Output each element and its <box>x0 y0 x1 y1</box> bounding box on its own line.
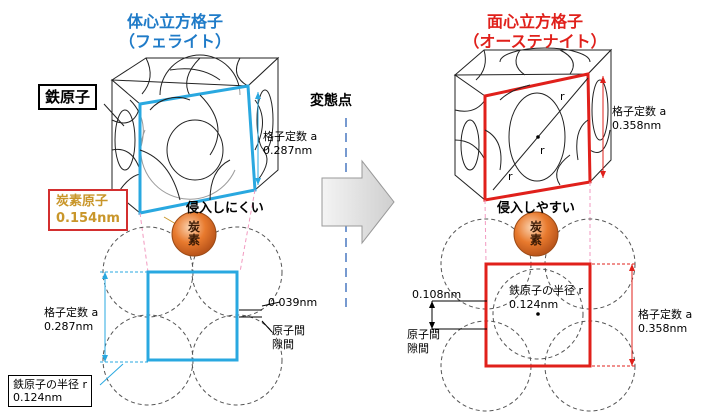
bcc-cube-lattice-value: 0.287nm <box>263 144 313 157</box>
bcc-title-line2: （フェライト） <box>118 32 231 51</box>
fcc-carbon-char2: 素 <box>529 233 542 247</box>
bcc-cube-lattice-label: 格子定数 a <box>263 130 318 143</box>
fcc-gap-label-line2: 隙間 <box>407 342 429 355</box>
fcc-title-line2: （オーステナイト） <box>463 32 607 51</box>
bcc-plan-lattice: 格子定数 a 0.287nm <box>44 306 98 334</box>
bcc-carbon-char1: 炭 <box>187 220 200 234</box>
fcc-radius: 鉄原子の半径 r 0.124nm <box>509 284 583 312</box>
fcc-carbon-text: 炭 素 <box>525 221 547 247</box>
bcc-cube-lattice: 格子定数 a 0.287nm <box>263 130 317 158</box>
fcc-radius-label: 鉄原子の半径 r <box>509 284 584 297</box>
bcc-penetrate-label: 侵入しにくい <box>186 201 264 216</box>
fcc-title-line1: 面心立方格子 <box>486 12 583 31</box>
fcc-cube-lattice-value: 0.358nm <box>612 119 662 132</box>
bcc-cube <box>110 54 280 273</box>
bcc-unit-square <box>146 270 239 362</box>
bcc-carbon-text: 炭 素 <box>183 221 205 247</box>
fcc-penetrate-label: 侵入しやすい <box>497 201 575 216</box>
fcc-plan-lattice: 格子定数 a 0.358nm <box>638 308 692 336</box>
bcc-radius-value: 0.124nm <box>13 391 63 404</box>
bcc-plan-lattice-label: 格子定数 a <box>44 306 99 319</box>
carbon-atom-box: 炭素原子 0.154nm <box>48 189 128 231</box>
bcc-title-line1: 体心立方格子 <box>126 12 223 31</box>
fcc-carbon-ball <box>513 211 559 257</box>
bcc-gap-label: 原子間 隙間 <box>272 324 305 352</box>
bcc-radius-label: 鉄原子の半径 r <box>13 378 88 391</box>
fcc-gap-label-line1: 原子間 <box>407 328 440 341</box>
fcc-r-mark-2: r <box>540 144 545 157</box>
fcc-r-mark-1: r <box>560 90 565 103</box>
bcc-gap-label-line2: 隙間 <box>272 338 294 351</box>
bcc-carbon-ball <box>171 211 217 257</box>
fcc-r-mark-3: r <box>508 170 513 183</box>
bcc-carbon-char2: 素 <box>187 233 200 247</box>
fcc-carbon-char1: 炭 <box>529 220 542 234</box>
carbon-atom-size: 0.154nm <box>56 211 120 226</box>
transform-point-label: 変態点 <box>310 93 352 109</box>
fcc-cube-lattice: 格子定数 a 0.358nm <box>612 105 666 133</box>
bcc-radius-box: 鉄原子の半径 r 0.124nm <box>8 375 93 407</box>
fcc-gap-value: 0.108nm <box>412 288 462 301</box>
fcc-unit-square <box>484 262 592 368</box>
bcc-title: 体心立方格子 （フェライト） <box>95 12 255 52</box>
iron-atom-label: 鉄原子 <box>38 84 98 110</box>
transform-arrow <box>321 159 395 245</box>
fcc-gap-label: 原子間 隙間 <box>407 328 440 356</box>
carbon-atom-label: 炭素原子 <box>56 194 109 209</box>
bcc-gap-label-line1: 原子間 <box>272 324 305 337</box>
bcc-plan-lattice-value: 0.287nm <box>44 320 94 333</box>
fcc-title: 面心立方格子 （オーステナイト） <box>440 12 630 52</box>
fcc-radius-value: 0.124nm <box>509 298 559 311</box>
fcc-plan-lattice-value: 0.358nm <box>638 322 688 335</box>
fcc-plan-lattice-label: 格子定数 a <box>638 308 693 321</box>
bcc-gap-value: 0.039nm <box>268 296 318 309</box>
fcc-cube-lattice-label: 格子定数 a <box>612 105 667 118</box>
